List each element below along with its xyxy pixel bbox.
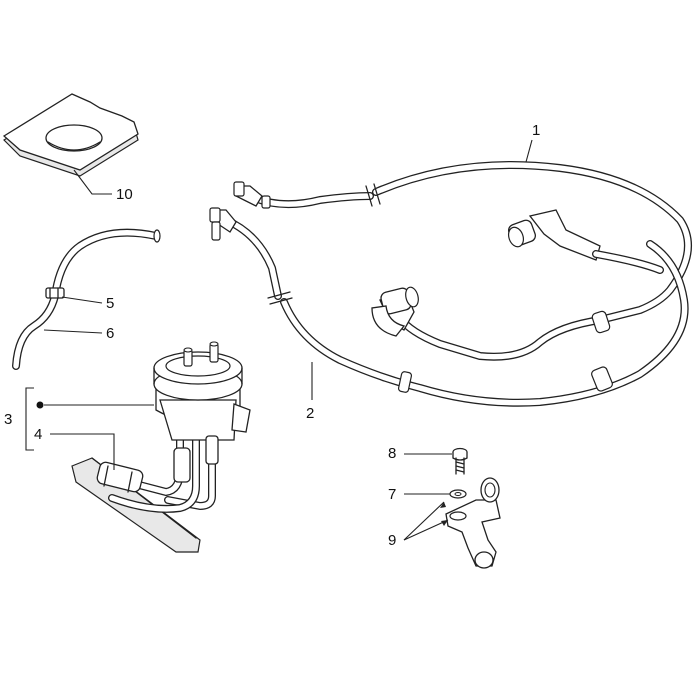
leader-9a [403,501,445,541]
callout-5: 5 [106,295,114,312]
callout-3: 3 [4,411,12,428]
fuel-pump-assembly-part [71,341,251,553]
leader-6 [43,329,103,334]
callout-8: 8 [388,445,396,462]
fuel-line-1-part [233,161,692,361]
callout-10: 10 [116,186,133,203]
hose-clip-icon [45,287,65,299]
leader-4 [50,433,115,470]
callout-6: 6 [106,325,114,342]
gasket-pad-part [2,93,139,177]
leader-10 [73,169,112,195]
bracket-3 [25,387,34,451]
callout-9: 9 [388,532,396,549]
callout-7: 7 [388,486,396,503]
callout-1: 1 [532,122,540,139]
fuel-line-2-part [209,207,689,407]
small-hose-part [12,228,161,370]
leader-5 [61,296,103,304]
bracket-assembly-part [445,447,501,569]
callout-4: 4 [34,426,42,443]
bullet-dot [36,401,44,409]
leader-1 [525,139,533,163]
leader-9b [403,519,449,541]
callout-2: 2 [306,405,314,422]
